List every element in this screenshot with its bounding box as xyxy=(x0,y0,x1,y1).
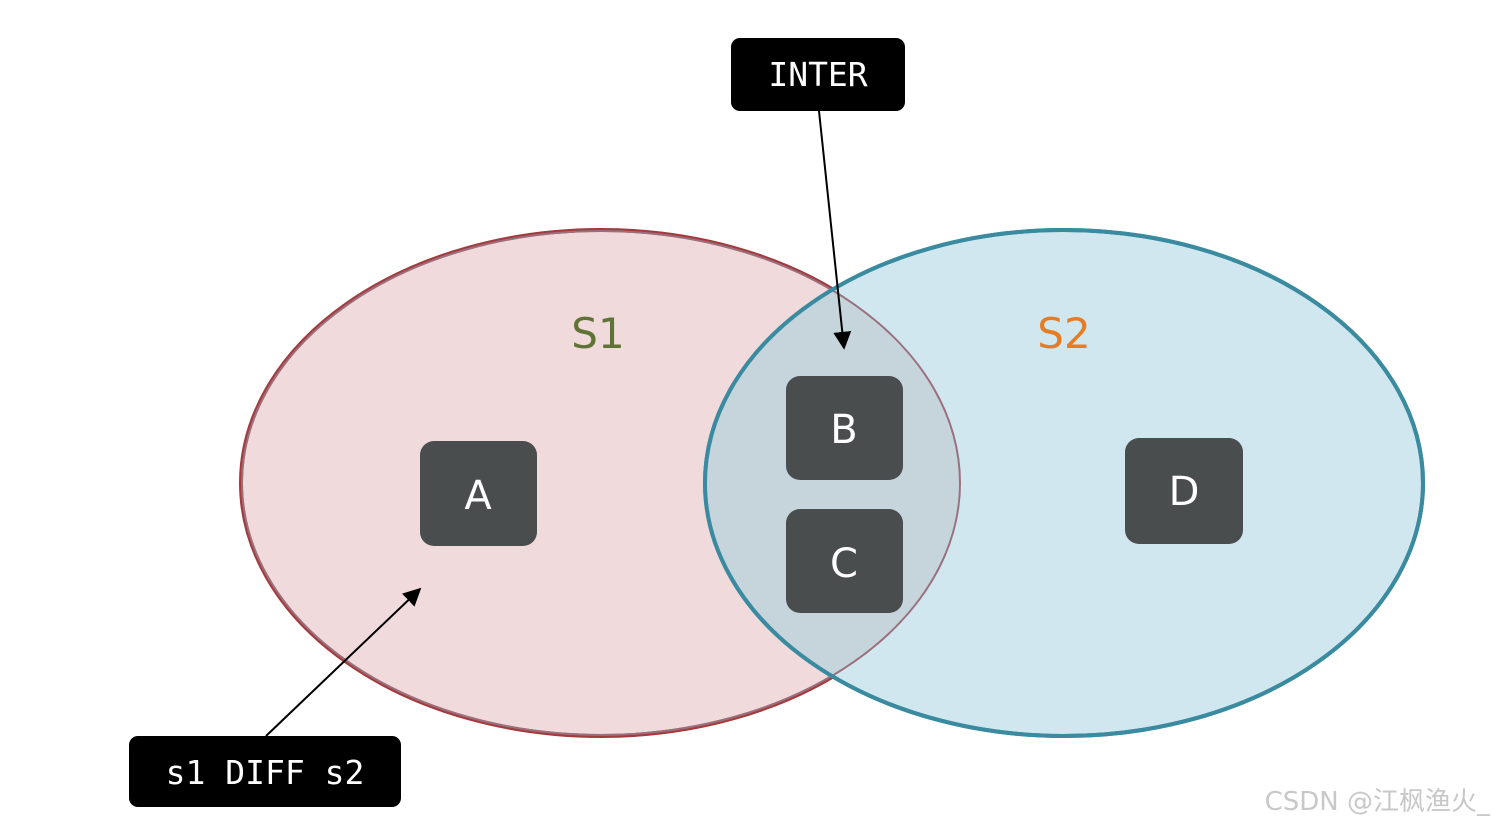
item-d-box xyxy=(1125,438,1243,544)
set-s1-label: S1 xyxy=(571,309,624,358)
diff-callout-box xyxy=(129,736,401,807)
item-a: A xyxy=(420,441,537,546)
diff-callout-label: s1 DIFF s2 xyxy=(166,753,365,792)
item-a-box xyxy=(420,441,537,546)
diff-callout: s1 DIFF s2 xyxy=(129,736,401,807)
item-c-label: C xyxy=(830,541,858,587)
item-a-label: A xyxy=(464,473,492,519)
watermark-text: CSDN @江枫渔火_ xyxy=(1265,787,1491,817)
item-b: B xyxy=(786,376,903,480)
inter-callout: INTER xyxy=(731,38,905,111)
inter-arrow xyxy=(818,110,852,350)
diff-arrow xyxy=(265,587,422,737)
item-c-box xyxy=(786,509,903,613)
item-c: C xyxy=(786,509,903,613)
item-b-box xyxy=(786,376,903,480)
item-d-label: D xyxy=(1169,469,1200,515)
item-b-label: B xyxy=(830,407,857,453)
item-d: D xyxy=(1125,438,1243,544)
set-s2-border xyxy=(703,228,1425,738)
set-s2-label: S2 xyxy=(1037,309,1090,358)
inter-callout-box xyxy=(731,38,905,111)
inter-callout-label: INTER xyxy=(768,55,867,94)
